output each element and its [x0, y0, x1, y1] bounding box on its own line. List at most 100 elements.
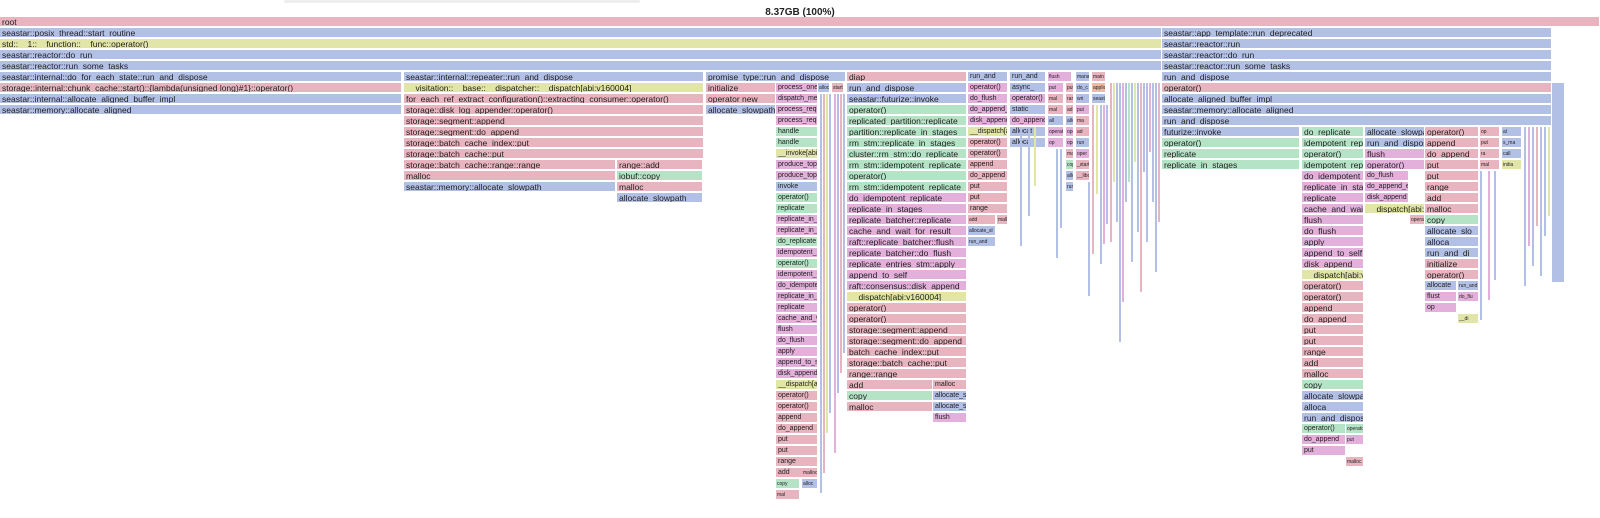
frame-operator[interactable]: operator() [1162, 83, 1552, 93]
frame-operator[interactable]: operator() [1365, 160, 1425, 170]
frame-storage-batch-cache-range-range[interactable]: storage::batch_cache::range::range [404, 160, 616, 170]
frame-flush[interactable]: flush [776, 325, 818, 335]
frame-do-idempotent-replicat[interactable]: do_idempotent_replicat [1302, 171, 1364, 181]
frame-initialize[interactable]: initialize [706, 83, 776, 93]
frame-replicate[interactable]: replicate [776, 204, 818, 214]
frame-range[interactable]: range [1425, 182, 1479, 192]
frame-std-1-function-func-operator[interactable]: std::__1::__function::__func::operator() [0, 39, 1162, 49]
frame-append[interactable]: append [1425, 138, 1479, 148]
stack-sliver[interactable] [1146, 83, 1148, 243]
frame-alloca[interactable]: alloca [1425, 237, 1479, 247]
frame-flush[interactable]: flush [933, 413, 967, 423]
frame-all[interactable]: all [1048, 116, 1064, 126]
frame-do-append[interactable]: do_append [1302, 435, 1346, 445]
frame-range-add[interactable]: range::add [617, 160, 703, 170]
frame-produce-topic[interactable]: produce_topic [776, 160, 818, 170]
frame-replicate-entries-stm-apply[interactable]: replicate_entries_stm::apply [847, 259, 967, 269]
frame-disk-append[interactable]: disk_append [776, 369, 818, 379]
frame-replicate-in-stages[interactable]: replicate_in_stages [847, 204, 967, 214]
frame-replicate[interactable]: replicate [1162, 149, 1300, 159]
frame-seastar-reactor-run-some-tasks[interactable]: seastar::reactor::run_some_tasks [0, 61, 1162, 71]
frame-copy[interactable]: copy [847, 391, 933, 401]
frame-run-and[interactable]: run_and [968, 237, 996, 247]
frame-copy[interactable]: copy [776, 479, 800, 489]
frame-allocate[interactable]: allocate [1425, 281, 1457, 291]
frame-process-one-m[interactable]: process_one_m [776, 83, 818, 93]
stack-sliver[interactable] [1096, 105, 1098, 195]
frame-alloca[interactable]: alloca [1302, 402, 1364, 412]
frame-alloc[interactable]: alloc [1066, 116, 1074, 126]
frame-put[interactable]: put [968, 182, 1008, 192]
stack-sliver[interactable] [1540, 127, 1542, 277]
frame-run-and-dispose[interactable]: run_and_dispose [1162, 116, 1552, 126]
frame-put[interactable]: put [968, 193, 1008, 203]
frame-run-and[interactable]: run_and [1458, 281, 1479, 291]
frame-process-reque[interactable]: process_reque [776, 116, 818, 126]
frame-seastar-app-template-run-deprecated[interactable]: seastar::app_template::run_deprecated [1162, 28, 1552, 38]
frame-do-replicate[interactable]: do_replicate [776, 237, 818, 247]
stack-sliver[interactable] [1528, 127, 1530, 247]
stack-sliver[interactable] [1552, 83, 1564, 283]
frame-cache-and-wait-for-re[interactable]: cache_and_wait_for_re [1302, 204, 1364, 214]
frame-storage-segment-append[interactable]: storage::segment::append [404, 116, 704, 126]
frame-put[interactable]: put [1480, 138, 1500, 148]
frame-storage-segment-do-append[interactable]: storage::segment::do_append [847, 336, 967, 346]
frame-allocate-slo[interactable]: allocate_slo [1425, 226, 1479, 236]
frame-operator[interactable]: operator() [1346, 424, 1364, 434]
frame-call[interactable]: call [1502, 149, 1522, 159]
frame-seastar-internal-allocate-aligned-buffer-impl[interactable]: seastar::internal::allocate_aligned_buff… [0, 94, 402, 104]
frame-operator[interactable]: operator() [1302, 424, 1346, 434]
frame-mal[interactable]: mal [776, 490, 800, 500]
frame-malloc[interactable]: malloc [997, 215, 1008, 225]
frame-initialize[interactable]: initialize [1425, 259, 1479, 269]
frame-async[interactable]: async_ [1010, 83, 1046, 93]
frame-operator[interactable]: operator() [1162, 138, 1300, 148]
frame-oper[interactable]: oper [1076, 149, 1090, 159]
frame-range[interactable]: range [1066, 94, 1074, 104]
frame-seastar-reactor-do-run[interactable]: seastar::reactor::do_run [1162, 50, 1552, 60]
frame-libc-start-main[interactable]: __libc_start_main [1076, 171, 1090, 181]
frame-append-to-self[interactable]: append_to_self [1302, 248, 1364, 258]
stack-sliver[interactable] [1524, 127, 1526, 287]
frame-do-append[interactable]: do_append [1425, 149, 1479, 159]
frame-ad[interactable]: ad [1066, 105, 1074, 115]
stack-sliver[interactable] [1113, 83, 1115, 183]
frame-di[interactable]: __di [1458, 314, 1479, 324]
stack-sliver[interactable] [826, 94, 828, 434]
frame-storage-batch-cache-put[interactable]: storage::batch_cache::put [404, 149, 704, 159]
frame-do-flu[interactable]: do_flu [1458, 292, 1479, 302]
frame-run-and-dispose[interactable]: run_and_dispose [1162, 72, 1552, 82]
frame-flush[interactable]: flush [1302, 215, 1364, 225]
frame-do-flush[interactable]: do_flush [776, 336, 818, 346]
frame-s-ma[interactable]: s_ma [1502, 138, 1522, 148]
stack-sliver[interactable] [1143, 83, 1145, 173]
frame-seastar-internal-do-for-each-state-run-and-dispose[interactable]: seastar::internal::do_for_each_state::ru… [0, 72, 402, 82]
frame-flush[interactable]: flush [1365, 149, 1425, 159]
frame-put[interactable]: put [1346, 435, 1364, 445]
frame-produce-topic[interactable]: produce_topic_ [776, 171, 818, 181]
frame-replicate-in-st[interactable]: replicate_in_st [776, 215, 818, 225]
frame-flust[interactable]: flust [1425, 292, 1457, 302]
frame-put[interactable]: put [1425, 160, 1479, 170]
stack-sliver[interactable] [1158, 83, 1160, 223]
frame-idempotent-replicate[interactable]: idempotent_replicate [1302, 160, 1364, 170]
frame-seastar-memory-allocate-slowpath[interactable]: seastar::memory::allocate_slowpath [404, 182, 616, 192]
frame-op[interactable]: op [1480, 127, 1500, 137]
frame-seastar-posix-thread-start-routine[interactable]: seastar::posix_thread::start_routine [0, 28, 1162, 38]
frame-allocate-slowpath[interactable]: allocate_slowpath [617, 193, 703, 203]
frame-cache-and-wait-for-result[interactable]: cache_and_wait_for_result [847, 226, 967, 236]
frame-dispatch-abi[interactable]: __dispatch[abi: [776, 380, 818, 390]
frame-malloc[interactable]: malloc [404, 171, 616, 181]
frame-batch-cache-index-put[interactable]: batch_cache_index::put [847, 347, 967, 357]
stack-sliver[interactable] [1122, 83, 1124, 303]
frame-operator[interactable]: operator() [776, 402, 818, 412]
frame-append[interactable]: append [1302, 303, 1364, 313]
stack-sliver[interactable] [1544, 127, 1546, 237]
frame-allocate-sl[interactable]: allocate_sl [968, 226, 996, 236]
stack-sliver[interactable] [1532, 127, 1534, 267]
frame-operator-new[interactable]: operator new [706, 94, 776, 104]
frame-dispatch-metho[interactable]: dispatch_metho [776, 94, 818, 104]
frame-futurize-invoke[interactable]: futurize::invoke [1162, 127, 1300, 137]
stack-sliver[interactable] [1116, 83, 1118, 223]
stack-sliver[interactable] [1155, 83, 1157, 273]
